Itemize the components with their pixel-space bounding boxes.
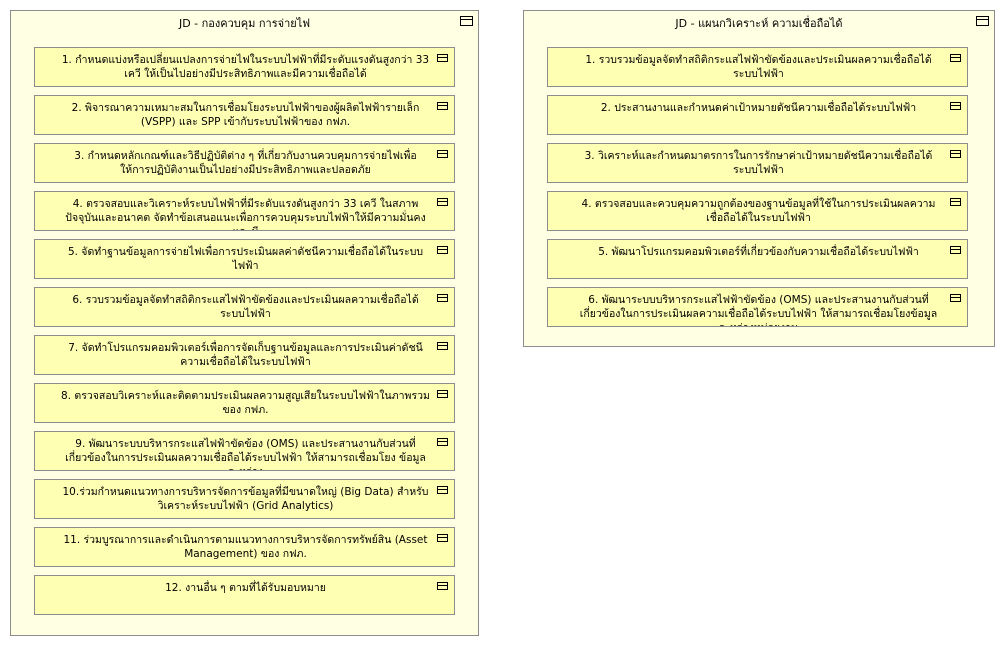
duty-item-label: 11. ร่วมบูรณาการและดำเนินการตามแนวทางการ… (63, 534, 428, 560)
duty-item-7[interactable]: 7. จัดทำโปรแกรมคอมพิวเตอร์เพื่อการจัดเก็… (34, 335, 455, 375)
application-component-icon (437, 534, 448, 542)
application-component-icon (437, 150, 448, 158)
duty-item-2[interactable]: 2. ประสานงานและกำหนดค่าเป้าหมายดัชนีความ… (547, 95, 968, 135)
duty-item-label: 5. จัดทำฐานข้อมูลการจ่ายไฟเพื่อการประเมิ… (67, 246, 424, 272)
duty-item-label: 3. กำหนดหลักเกณฑ์และวิธีปฏิบัติต่าง ๆ ที… (74, 150, 417, 176)
application-component-icon (950, 246, 961, 254)
duty-item-label: 12. งานอื่น ๆ ตามที่ได้รับมอบหมาย (165, 582, 326, 594)
duty-item-label: 6. รวบรวมข้อมูลจัดทำสถิติกระแสไฟฟ้าขัดข้… (72, 294, 419, 320)
duty-item-4[interactable]: 4. ตรวจสอบและวิเคราะห์ระบบไฟฟ้าที่มีระดั… (34, 191, 455, 231)
duty-item-label: 1. รวบรวมข้อมูลจัดทำสถิติกระแสไฟฟ้าขัดข้… (585, 54, 932, 80)
application-component-icon (950, 294, 961, 302)
duty-item-8[interactable]: 8. ตรวจสอบวิเคราะห์และติดตามประเมินผลควา… (34, 383, 455, 423)
application-component-icon (437, 102, 448, 110)
duty-item-label: 3. วิเคราะห์และกำหนดมาตรการในการรักษาค่า… (584, 150, 933, 176)
group-reliability-analysis-section[interactable]: JD - แผนกวิเคราะห์ ความเชื่อถือได้ 1. รว… (523, 10, 995, 347)
duty-item-label: 6. พัฒนาระบบบริหารกระแสไฟฟ้าขัดข้อง (OMS… (579, 294, 938, 326)
group-load-dispatch-division[interactable]: JD - กองควบคุม การจ่ายไฟ 1. กำหนดแบ่งหรื… (10, 10, 479, 636)
duty-item-6[interactable]: 6. พัฒนาระบบบริหารกระแสไฟฟ้าขัดข้อง (OMS… (547, 287, 968, 327)
application-component-icon (437, 390, 448, 398)
duty-item-label: 5. พัฒนาโปรแกรมคอมพิวเตอร์ที่เกี่ยวข้องก… (598, 246, 919, 258)
duty-item-3[interactable]: 3. กำหนดหลักเกณฑ์และวิธีปฏิบัติต่าง ๆ ที… (34, 143, 455, 183)
duty-item-5[interactable]: 5. พัฒนาโปรแกรมคอมพิวเตอร์ที่เกี่ยวข้องก… (547, 239, 968, 279)
application-component-icon (437, 438, 448, 446)
duty-item-label: 8. ตรวจสอบวิเคราะห์และติดตามประเมินผลควา… (61, 390, 430, 416)
duty-item-6[interactable]: 6. รวบรวมข้อมูลจัดทำสถิติกระแสไฟฟ้าขัดข้… (34, 287, 455, 327)
duty-item-label: 4. ตรวจสอบและควบคุมความถูกต้องของฐานข้อม… (581, 198, 936, 224)
application-component-icon (437, 486, 448, 494)
duty-item-9[interactable]: 9. พัฒนาระบบบริหารกระแสไฟฟ้าขัดข้อง (OMS… (34, 431, 455, 471)
duty-item-1[interactable]: 1. กำหนดแบ่งหรือเปลี่ยนแปลงการจ่ายไฟในระ… (34, 47, 455, 87)
group-title: JD - แผนกวิเคราะห์ ความเชื่อถือได้ (675, 17, 843, 30)
group-title: JD - กองควบคุม การจ่ายไฟ (178, 17, 311, 30)
duty-item-5[interactable]: 5. จัดทำฐานข้อมูลการจ่ายไฟเพื่อการประเมิ… (34, 239, 455, 279)
duty-item-label: 2. ประสานงานและกำหนดค่าเป้าหมายดัชนีความ… (600, 102, 917, 114)
duty-item-10[interactable]: 10.ร่วมกำหนดแนวทางการบริหารจัดการข้อมูลท… (34, 479, 455, 519)
duty-item-1[interactable]: 1. รวบรวมข้อมูลจัดทำสถิติกระแสไฟฟ้าขัดข้… (547, 47, 968, 87)
duty-item-11[interactable]: 11. ร่วมบูรณาการและดำเนินการตามแนวทางการ… (34, 527, 455, 567)
duty-item-label: 1. กำหนดแบ่งหรือเปลี่ยนแปลงการจ่ายไฟในระ… (61, 54, 430, 80)
duty-item-3[interactable]: 3. วิเคราะห์และกำหนดมาตรการในการรักษาค่า… (547, 143, 968, 183)
duty-item-label: 4. ตรวจสอบและวิเคราะห์ระบบไฟฟ้าที่มีระดั… (65, 198, 426, 230)
application-component-icon (437, 198, 448, 206)
application-component-icon (976, 16, 989, 26)
application-component-icon (437, 582, 448, 590)
application-component-icon (437, 342, 448, 350)
duty-item-label: 9. พัฒนาระบบบริหารกระแสไฟฟ้าขัดข้อง (OMS… (65, 438, 426, 470)
application-component-icon (950, 102, 961, 110)
application-component-icon (950, 150, 961, 158)
duty-item-label: 2. พิจารณาความเหมาะสมในการเชื่อมโยงระบบไ… (71, 102, 420, 128)
application-component-icon (950, 54, 961, 62)
application-component-icon (437, 246, 448, 254)
application-component-icon (437, 294, 448, 302)
application-component-icon (460, 16, 473, 26)
duty-item-label: 10.ร่วมกำหนดแนวทางการบริหารจัดการข้อมูลท… (62, 486, 429, 512)
duty-item-12[interactable]: 12. งานอื่น ๆ ตามที่ได้รับมอบหมาย (34, 575, 455, 615)
duty-item-2[interactable]: 2. พิจารณาความเหมาะสมในการเชื่อมโยงระบบไ… (34, 95, 455, 135)
duty-item-4[interactable]: 4. ตรวจสอบและควบคุมความถูกต้องของฐานข้อม… (547, 191, 968, 231)
duty-item-label: 7. จัดทำโปรแกรมคอมพิวเตอร์เพื่อการจัดเก็… (68, 342, 423, 368)
application-component-icon (437, 54, 448, 62)
application-component-icon (950, 198, 961, 206)
